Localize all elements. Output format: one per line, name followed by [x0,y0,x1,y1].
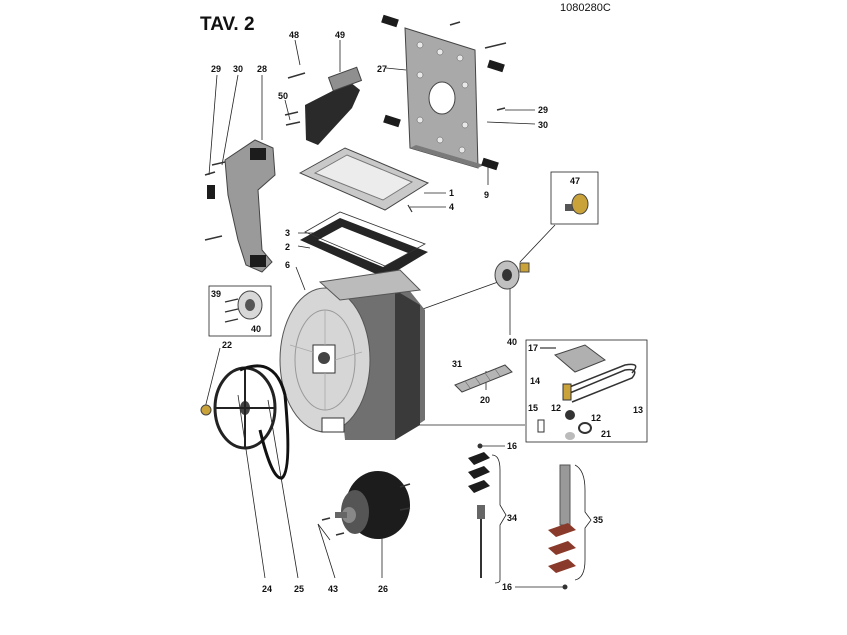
label-part: 20 [480,395,490,405]
label-part: 22 [222,340,232,350]
shaft-seal [565,193,589,215]
label-part: 9 [484,190,489,200]
label-part: 15 [528,403,538,413]
label-part: 17 [528,343,538,353]
heater-probe-set [548,464,576,573]
drawing-number: 1080280C [560,2,611,14]
door-gasket [300,211,428,278]
carbon-brush-set [468,452,490,578]
label-part: 31 [452,359,462,369]
suspension-bracket [204,139,276,273]
label-part: 28 [257,64,267,74]
label-part: 50 [278,91,288,101]
set-brackets [491,454,592,584]
label-part: 30 [233,64,243,74]
label-part: 30 [538,120,548,130]
sheet-title: TAV. 2 [200,14,255,35]
label-part: 6 [285,260,290,270]
label-part: 43 [328,584,338,594]
label-part: 48 [289,30,299,40]
label-part: 39 [211,289,221,299]
drum-lifter [454,364,513,393]
counterweight [284,66,363,145]
label-part: 35 [593,515,603,525]
label-part: 16 [507,441,517,451]
label-part: 4 [449,202,454,212]
label-part: 40 [507,337,517,347]
label-part: 24 [262,584,272,594]
label-part: 3 [285,228,290,238]
callout-labels: 1 2 3 4 6 9 12 12 13 14 15 16 16 17 20 2… [211,30,643,594]
label-part: 16 [502,582,512,592]
motor [321,471,411,539]
label-part: 14 [530,376,540,386]
label-part: 47 [570,176,580,186]
bearing-housing [224,260,530,323]
label-part: 13 [633,405,643,415]
label-part: 26 [378,584,388,594]
label-part: 34 [507,513,517,523]
label-part: 27 [377,64,387,74]
label-part: 12 [551,403,561,413]
label-part: 21 [601,429,611,439]
label-part: 29 [211,64,221,74]
mounting-plate [381,14,507,171]
label-part: 49 [335,30,345,40]
label-part: 29 [538,105,548,115]
label-part: 25 [294,584,304,594]
heater-group [537,344,637,440]
label-part: 2 [285,242,290,252]
drum-pulley [200,364,290,480]
tub-cover-tray [298,147,430,211]
washing-tub [279,269,425,440]
screws [407,204,556,349]
label-part: 1 [449,188,454,198]
label-part: 12 [591,413,601,423]
inset-boxes [208,171,648,443]
label-part: 40 [251,324,261,334]
